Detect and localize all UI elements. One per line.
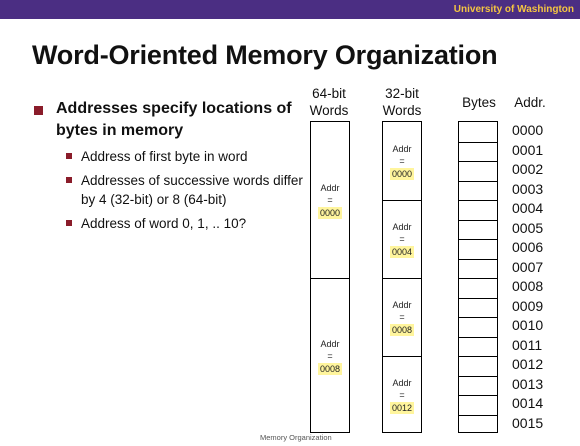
byte-cell: [459, 239, 497, 259]
word32-block: Addr = 0000: [383, 122, 421, 200]
address-label: 0010: [512, 317, 544, 333]
word-addr-value: 0008: [317, 363, 343, 375]
address-label: 0011: [512, 336, 543, 353]
address-label: 0003: [512, 180, 544, 197]
sub-bullet-text: Address of first byte in word: [81, 149, 248, 164]
address-label: 0008: [512, 278, 544, 294]
word-addr-value: 0004: [389, 246, 415, 258]
words32-column: Addr = 0000 Addr = 0004 Addr = 0008 Addr…: [382, 121, 422, 433]
byte-cell: [459, 219, 497, 240]
sub-bullet-text: Addresses of successive words differ by …: [81, 173, 303, 207]
byte-cell: [459, 161, 497, 181]
byte-cell: [459, 375, 497, 396]
address-label: 0006: [512, 239, 544, 255]
address-label: 0004: [512, 200, 544, 216]
word-addr-eq: =: [327, 194, 333, 205]
byte-cell: [459, 297, 497, 318]
word-addr-value: 0000: [389, 167, 415, 180]
words64-column: Addr = 0000 Addr = 0008: [310, 121, 350, 433]
sub-bullet: Address of word 0, 1, .. 10?: [66, 214, 306, 233]
address-label: 0012: [512, 356, 544, 372]
word-addr-eq: =: [399, 155, 405, 166]
word64-block: Addr = 0008: [311, 278, 349, 434]
word-addr-label: Addr: [392, 222, 412, 232]
address-label: 0015: [512, 414, 544, 431]
header-64bit-words: 64-bit Words: [309, 86, 349, 118]
header-bar: University of Washington: [0, 0, 580, 19]
word-addr-label: Addr: [392, 300, 412, 310]
word-addr-label: Addr: [320, 182, 340, 193]
byte-cell: [459, 414, 497, 435]
org-name: University of Washington: [453, 4, 574, 15]
byte-cell: [459, 356, 497, 376]
byte-cell: [459, 200, 497, 220]
word32-block: Addr = 0008: [383, 278, 421, 356]
word-addr-label: Addr: [392, 143, 412, 154]
byte-cell: [459, 336, 497, 357]
word-addr-value: 0012: [389, 402, 415, 414]
word-addr-eq: =: [399, 312, 405, 322]
byte-cell: [459, 180, 497, 201]
address-label: 0001: [512, 141, 544, 158]
word32-block: Addr = 0004: [383, 200, 421, 278]
bullet-square-icon: [66, 177, 72, 183]
header-32bit-words: 32-bit Words: [382, 86, 422, 118]
byte-cell: [459, 122, 497, 142]
sub-bullet: Address of first byte in word: [66, 147, 306, 166]
address-label: 0009: [512, 297, 544, 314]
slide-title: Word-Oriented Memory Organization: [32, 40, 498, 70]
address-label: 0013: [512, 375, 544, 392]
byte-cell: [459, 278, 497, 298]
word-addr-value: 0000: [317, 206, 343, 219]
header-addr: Addr.: [514, 95, 546, 110]
word-addr-eq: =: [327, 351, 333, 361]
main-bullet: Addresses specify locations of bytes in …: [34, 98, 294, 142]
address-label: 0014: [512, 395, 544, 411]
address-label: 0002: [512, 161, 544, 177]
main-bullet-text: Addresses specify locations of bytes in …: [56, 100, 292, 139]
address-label: 0005: [512, 219, 544, 236]
bullet-square-icon: [66, 153, 72, 159]
bullet-square-icon: [66, 220, 72, 226]
header-bytes: Bytes: [462, 95, 496, 110]
byte-cell: [459, 395, 497, 415]
byte-cell: [459, 258, 497, 279]
byte-cell: [459, 317, 497, 337]
word-addr-eq: =: [399, 234, 405, 244]
word32-block: Addr = 0012: [383, 356, 421, 434]
sub-bullet-text: Address of word 0, 1, .. 10?: [81, 216, 247, 231]
word-addr-value: 0008: [389, 324, 415, 336]
address-label: 0007: [512, 258, 544, 275]
byte-cell: [459, 141, 497, 162]
bullet-square-icon: [34, 106, 43, 115]
word-addr-label: Addr: [320, 339, 340, 349]
address-label: 0000: [512, 122, 544, 138]
word64-block: Addr = 0000: [311, 122, 349, 278]
footer-text: Memory Organization: [260, 433, 332, 442]
word-addr-eq: =: [399, 390, 405, 400]
word-addr-label: Addr: [392, 378, 412, 388]
bytes-column: [458, 121, 498, 433]
sub-bullet: Addresses of successive words differ by …: [66, 171, 306, 209]
